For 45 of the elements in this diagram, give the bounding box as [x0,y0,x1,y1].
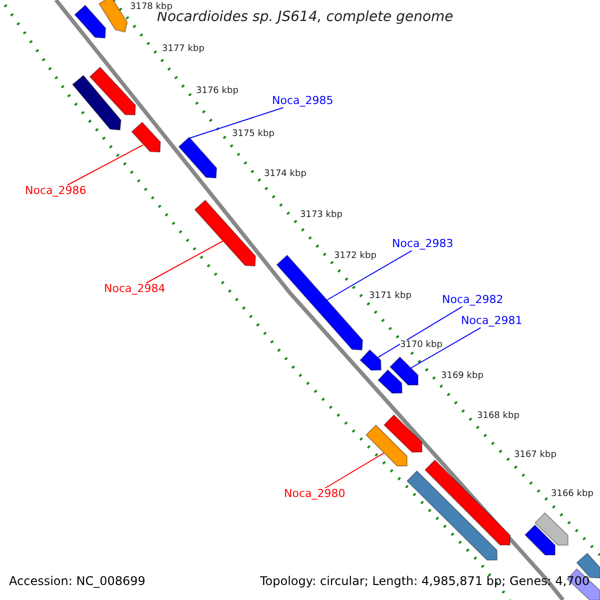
gene-block [406,470,498,561]
scale-label: 3168 kbp [477,411,520,422]
scale-label: 3172 kbp [334,251,376,262]
leader-line [67,144,144,186]
leader-line [326,250,412,300]
leader-line [146,240,224,284]
scale-label: 3167 kbp [514,450,556,460]
scale-label: 3174 kbp [264,169,306,180]
gene-block [524,524,556,556]
footer-text: Accession: NC_008699 [9,575,146,589]
gene-label: Noca_2983 [392,238,454,251]
gene-block [360,349,382,371]
gene-block [424,459,510,546]
scale-label: 3170 kbp [400,340,442,350]
gene-label: Noca_2986 [25,185,86,198]
scale-label: 3169 kbp [441,371,484,382]
gene-block [72,74,122,131]
gene-block [178,136,218,179]
scale-label: 3177 kbp [162,44,204,54]
leader-line [190,107,284,138]
footer-text: Topology: circular; Length: 4,985,871 bp; Genes: 4,700 [260,575,590,589]
gene-block [389,356,418,386]
gene-block [131,122,161,153]
scale-label: 3166 kbp [551,489,594,500]
gene-block [534,512,568,546]
scale-label: 3178 kbp [130,2,172,12]
gene-block [378,369,403,394]
gene-block [383,414,422,453]
leader-line [324,452,384,488]
gene-label: Noca_2985 [272,95,334,108]
leader-line [410,327,482,368]
gene-block [74,4,106,39]
gene-block [89,66,136,116]
gene-block [365,424,408,466]
gene-label: Noca_2984 [104,283,166,296]
gene-block [98,0,128,33]
gene-label: Noca_2982 [442,294,504,307]
scale-label: 3175 kbp [232,129,274,140]
gene-block [194,200,256,267]
gene-label: Noca_2980 [284,488,346,501]
scale-label: 3173 kbp [300,210,342,220]
gene-label: Noca_2981 [461,315,522,328]
scale-label: 3171 kbp [369,291,412,302]
scale-label: 3176 kbp [196,86,238,96]
leader-line [376,306,463,358]
